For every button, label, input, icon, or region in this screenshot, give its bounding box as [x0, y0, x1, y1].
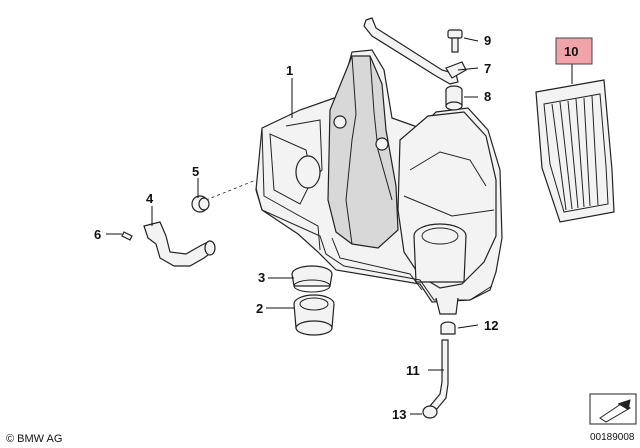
callout-numbers: 1 2 3 4 5 6 7 8 9 10 11 12 13 — [94, 33, 593, 422]
hose-part-4 — [143, 221, 216, 267]
callout-10: 10 — [564, 44, 578, 59]
air-filter-housing — [255, 49, 503, 315]
bracket-part-7 — [363, 17, 467, 85]
callout-3: 3 — [258, 270, 265, 285]
leader-lines — [106, 37, 573, 415]
callout-4: 4 — [146, 191, 154, 206]
callout-6: 6 — [94, 227, 101, 242]
callout-1: 1 — [286, 63, 293, 78]
pin-part-6 — [121, 231, 133, 241]
clamp-part-3 — [291, 265, 333, 293]
callout-13: 13 — [392, 407, 406, 422]
diagram-code: 00189008 — [590, 432, 635, 443]
grommet-part-5 — [191, 195, 210, 213]
valve-part-13 — [422, 405, 438, 419]
sleeve-part-2 — [293, 294, 335, 336]
grommet-part-8 — [445, 85, 463, 111]
filter-element-part-10 — [535, 79, 615, 223]
callout-11: 11 — [406, 363, 420, 378]
screw-part-9 — [447, 29, 463, 53]
callout-10-highlight — [555, 37, 593, 65]
orientation-icon — [589, 393, 637, 425]
copyright-text: © BMW AG — [6, 433, 62, 445]
callout-5: 5 — [192, 164, 199, 179]
callout-7: 7 — [484, 61, 491, 76]
callout-8: 8 — [484, 89, 491, 104]
callout-9: 9 — [484, 33, 491, 48]
callout-12: 12 — [484, 318, 498, 333]
hose-part-11 — [429, 339, 449, 411]
callout-2: 2 — [256, 301, 263, 316]
filter-pleats — [551, 95, 599, 211]
clamp-part-12 — [440, 321, 456, 335]
